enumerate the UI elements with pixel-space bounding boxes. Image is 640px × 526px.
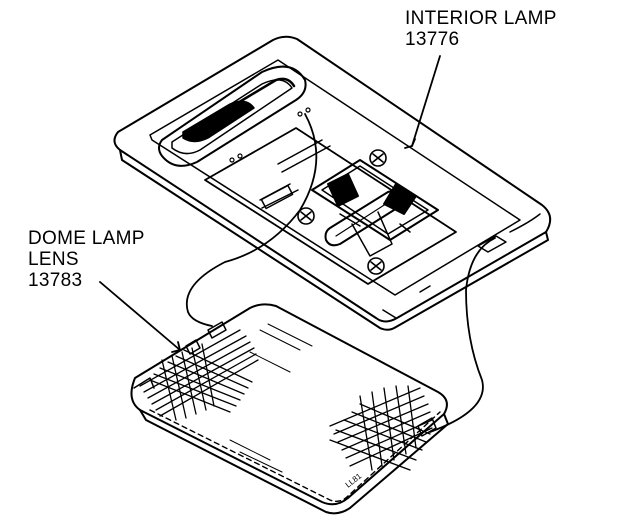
housing-inner-rim [149, 59, 521, 296]
reflector-tray [204, 127, 457, 285]
lens-prism-pattern-right [329, 385, 433, 471]
interior-lamp-name: INTERIOR LAMP [405, 8, 557, 29]
housing-outline [113, 35, 552, 323]
dome-lamp-lens [130, 303, 449, 515]
connector-line-right [429, 237, 496, 433]
connector-line-left [185, 113, 318, 327]
dome-lamp-lens-label: DOME LAMP LENS 13783 [28, 228, 145, 291]
interior-lamp-part-number: 13776 [405, 29, 460, 50]
lens-edge [139, 409, 449, 515]
interior-lamp-housing [113, 35, 552, 331]
dome-lamp-name-line2: LENS [28, 249, 79, 270]
dome-lamp-leader [99, 281, 181, 353]
lens-inner-rim [149, 409, 441, 503]
lens-prism-pattern-left [139, 329, 259, 421]
housing-edge [119, 149, 549, 331]
lens-texture [229, 323, 313, 473]
interior-lamp-leader [404, 55, 441, 149]
interior-lamp-label: INTERIOR LAMP 13776 [405, 8, 557, 50]
dome-lamp-name-line1: DOME LAMP [28, 228, 145, 249]
bulb-socket [311, 159, 439, 257]
switch-rocker [182, 100, 255, 143]
dome-lamp-part-number: 13783 [28, 270, 83, 291]
mounting-screws [297, 149, 387, 275]
switch-recess [158, 65, 307, 167]
